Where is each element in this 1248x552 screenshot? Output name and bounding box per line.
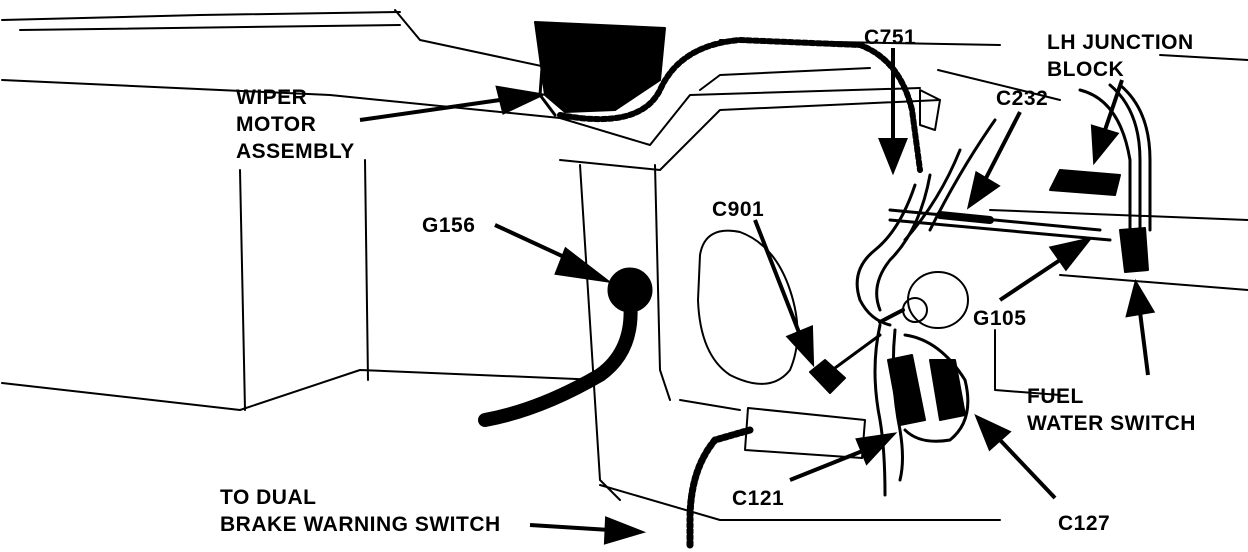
- label-c127: C127: [1058, 512, 1111, 535]
- label-g105: G105: [973, 307, 1027, 330]
- label-line: WIPER: [236, 86, 308, 109]
- main-harness: [855, 83, 1152, 327]
- label-line: WATER SWITCH: [1027, 412, 1196, 435]
- label-line: BLOCK: [1047, 58, 1125, 81]
- label-c232: C232: [996, 87, 1049, 110]
- c901-connector: [809, 359, 846, 394]
- center-switch: [878, 271, 969, 329]
- label-dual-brake-warning-switch: TO DUAL BRAKE WARNING SWITCH: [220, 484, 501, 538]
- label-line: TO DUAL: [220, 486, 317, 509]
- label-line: FUEL: [1027, 385, 1084, 408]
- c121-connector-block: [744, 407, 866, 459]
- leader-arrows: [359, 48, 1156, 545]
- label-line: BRAKE WARNING SWITCH: [220, 513, 501, 536]
- label-g156: G156: [422, 214, 476, 237]
- lower-harness: [873, 323, 970, 497]
- label-line: ASSEMBLY: [236, 140, 355, 163]
- g156-grommet: [478, 267, 653, 427]
- label-line: LH JUNCTION: [1047, 31, 1194, 54]
- label-c901: C901: [712, 198, 765, 221]
- wiper-motor: [534, 21, 666, 117]
- label-wiper-motor-assembly: WIPER MOTOR ASSEMBLY: [236, 84, 355, 165]
- label-fuel-water-switch: FUEL WATER SWITCH: [1027, 383, 1196, 437]
- label-c121: C121: [732, 487, 785, 510]
- label-line: MOTOR: [236, 113, 317, 136]
- label-lh-junction-block: LH JUNCTION BLOCK: [1047, 29, 1194, 83]
- label-c751: C751: [864, 26, 917, 49]
